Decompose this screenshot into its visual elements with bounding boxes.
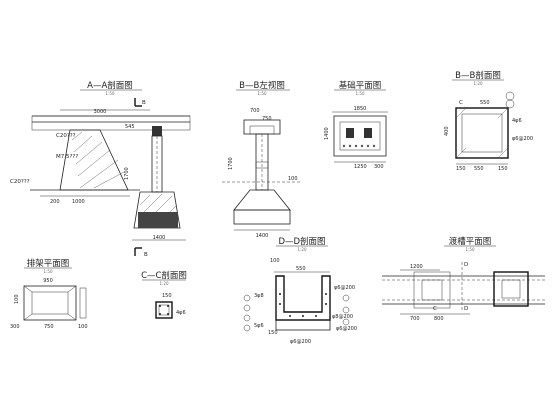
aa-dim-1700: 1700 [124,167,130,180]
base-dim-1400: 1400 [324,127,330,140]
bb-side-scale: 1:50 [258,91,267,96]
dd-title: D—D剖面图 [278,236,325,247]
dd-rebar-4: φ6@200 [336,326,357,332]
aa-dim-545: 545 [125,124,135,130]
bb-side-dim-1700: 1700 [228,157,234,170]
pier-plan-title: 排架平面图 [27,258,70,269]
aa-footing [138,212,178,228]
aa-m75: M7.5??? [56,154,78,160]
cc-section: C—C剖面图 1:20 150 4φ6 [141,270,187,319]
bb-section: B—B剖面图 1:20 C 550 400 4φ6 φ6@200 150 550… [444,70,533,172]
bb-side-dim-750: 750 [262,116,272,122]
bb-side-view: B—B左视图 1:50 700 750 100 1700 1400 [222,80,300,239]
dd-dim-100: 100 [270,258,280,264]
aa-section-b-bottom: B [144,252,148,258]
cc-title: C—C剖面图 [141,270,187,281]
bb-scale: 1:20 [474,81,483,86]
aa-title: A—A剖面图 [87,80,133,91]
base-plan-scale: 1:50 [356,91,365,96]
dd-rebar-2: 3φ8 [254,293,264,299]
bb-side-dim-700: 700 [250,108,260,114]
base-dim-1850: 1850 [354,106,367,112]
slab-dim-800: 800 [434,316,444,322]
bb-side-title: B—B左视图 [239,80,285,91]
aa-dim-1000: 1000 [72,199,85,205]
cc-scale: 1:20 [160,281,169,286]
aa-dim-200: 200 [50,199,60,205]
pier-dim-100b: 100 [78,324,88,330]
dd-rebar-6: φ6@200 [290,339,311,345]
slab-dim-700: 700 [410,316,420,322]
bb-dim-150a: 150 [456,166,466,172]
bb-label-c: C [459,100,463,106]
dd-dim-550: 550 [296,266,306,272]
slab-label-d: D [464,262,468,268]
cc-rebar: 4φ6 [176,310,186,316]
aa-section: A—A剖面图 1:50 3000 545 C20??? M7.5??? C20?… [10,80,191,258]
dd-rebar-3: 5φ6 [254,323,264,329]
pier-plan: 排架平面图 1:50 950 100 300 750 100 [10,258,88,330]
cc-dim-150: 150 [162,293,172,299]
base-dim-300: 300 [374,164,384,170]
bb-dim-550b: 550 [474,166,484,172]
base-dim-1250: 1250 [354,164,367,170]
base-plan: 基础平面图 1:50 1850 1400 1250 300 [324,80,388,170]
base-plan-title: 基础平面图 [339,80,382,91]
dd-section: D—D剖面图 1:20 100 550 3φ8 5φ6 φ6@200 φ8@20… [243,236,357,345]
bb-rebar-a: 4φ6 [512,118,522,124]
aa-c20-left: C20??? [10,179,30,185]
aa-scale: 1:50 [106,91,115,96]
aa-dim-1400: 1400 [153,235,166,241]
slab-plan-title: 渡槽平面图 [449,236,492,247]
slab-label-d2: D [464,306,468,312]
bb-rebar-b: φ6@200 [512,136,533,142]
dd-scale: 1:20 [298,247,307,252]
slab-label-c: C [433,306,437,312]
slab-dim-1200: 1200 [410,264,423,270]
slab-plan-scale: 1:50 [466,247,475,252]
slab-plan: 渡槽平面图 1:50 1200 D D C 700 800 [382,236,545,322]
pier-dim-950: 950 [43,278,53,284]
dd-rebar-1: φ6@200 [334,285,355,291]
aa-section-b-top: B [142,100,146,106]
pier-dim-300: 300 [10,324,20,330]
pier-dim-100: 100 [14,294,20,304]
aa-joint [152,126,162,136]
pier-dim-750: 750 [44,324,54,330]
bb-title: B—B剖面图 [455,70,501,81]
dd-rebar-5: φ8@200 [332,314,353,320]
pier-plan-scale: 1:50 [44,269,53,274]
bb-side-dim-1400: 1400 [256,233,269,239]
bb-dim-550: 550 [480,100,490,106]
dd-dim-150: 150 [268,330,278,336]
bb-dim-400: 400 [444,126,450,136]
aa-c20-top: C20??? [56,133,76,139]
bb-dim-150b: 150 [498,166,508,172]
aa-dim-top: 3000 [94,109,107,115]
bb-side-dim-100: 100 [288,176,298,182]
